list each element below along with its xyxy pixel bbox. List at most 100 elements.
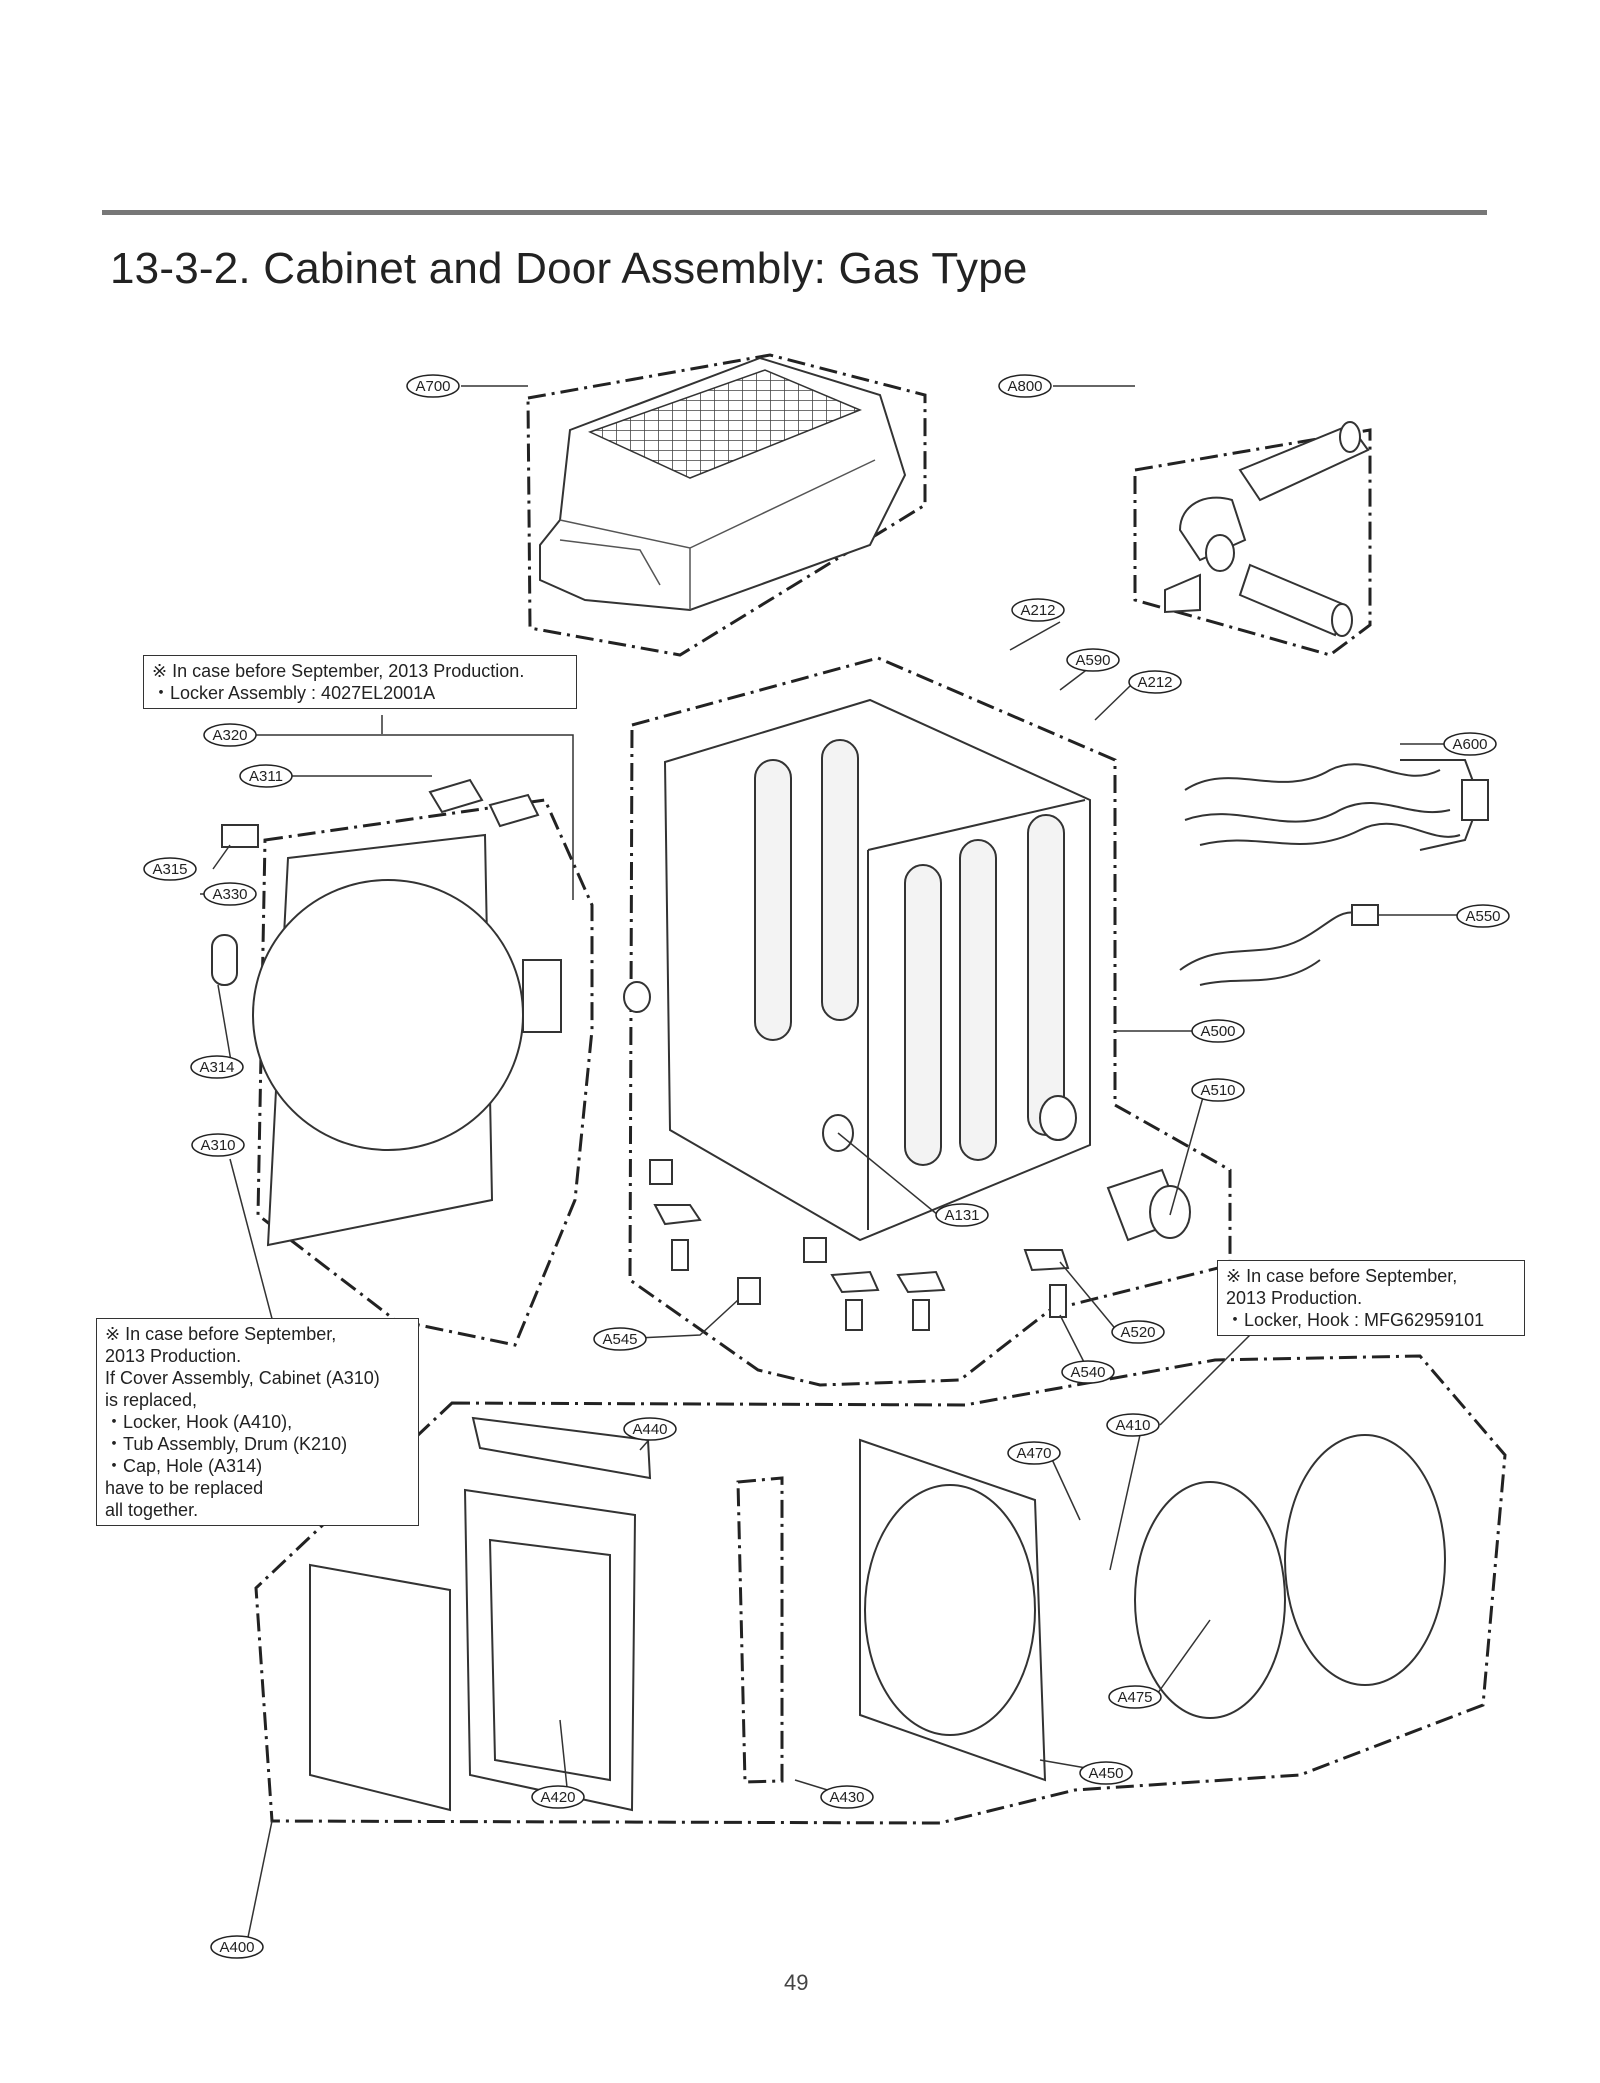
- top-plate-group-outline: [526, 353, 927, 657]
- seal-group-outline: [736, 1476, 784, 1784]
- callout-a440: A440: [623, 1417, 677, 1441]
- callout-label: A212: [1137, 674, 1172, 691]
- callout-oval: [593, 1327, 647, 1351]
- callout-label: A520: [1120, 1324, 1155, 1341]
- callout-a600: A600: [1443, 732, 1497, 756]
- callout-label: A545: [602, 1331, 637, 1348]
- callout-oval: [1079, 1761, 1133, 1785]
- cabinet-part: [623, 698, 1091, 1242]
- callout-oval: [1111, 1320, 1165, 1344]
- callout-label: A330: [212, 886, 247, 903]
- callout-oval: [1007, 1441, 1061, 1465]
- front-panel-group-outline: [256, 798, 594, 1347]
- callout-oval: [406, 374, 460, 398]
- callout-label: A540: [1070, 1364, 1105, 1381]
- feet-and-brackets: [649, 1159, 1191, 1331]
- callout-a500: A500: [1191, 1019, 1245, 1043]
- callout-label: A700: [415, 378, 450, 395]
- callout-label: A470: [1016, 1445, 1051, 1462]
- callout-label: A311: [249, 768, 283, 785]
- callout-oval: [143, 857, 197, 881]
- callout-oval: [623, 1417, 677, 1441]
- callout-a311: A311: [239, 764, 293, 788]
- callout-label: A440: [632, 1421, 667, 1438]
- callout-label: A450: [1088, 1765, 1123, 1782]
- page-title: 13-3-2. Cabinet and Door Assembly: Gas T…: [110, 244, 1028, 293]
- callout-a545: A545: [593, 1327, 647, 1351]
- locker-assembly-note: ※ In case before September, 2013 Product…: [143, 655, 577, 709]
- door-group-outline: [254, 1354, 1507, 1825]
- callout-label: A400: [219, 1939, 254, 1956]
- door-frame-part: [309, 1416, 1446, 1812]
- callout-label: A510: [1200, 1082, 1235, 1099]
- callout-label: A314: [199, 1059, 234, 1076]
- callout-a315: A315: [143, 857, 197, 881]
- callout-oval: [1191, 1019, 1245, 1043]
- callout-oval: [935, 1203, 989, 1227]
- callout-a520: A520: [1111, 1320, 1165, 1344]
- callout-a212-top: A212: [1011, 598, 1065, 622]
- callout-oval: [1128, 670, 1182, 694]
- callout-oval: [1443, 732, 1497, 756]
- callout-a400: A400: [210, 1935, 264, 1959]
- leader-lines: [200, 385, 1462, 1948]
- callout-label: A430: [829, 1789, 864, 1806]
- callout-a410: A410: [1106, 1413, 1160, 1437]
- callout-a800: A800: [998, 374, 1052, 398]
- callout-oval: [1011, 598, 1065, 622]
- callout-a212-bottom: A212: [1128, 670, 1182, 694]
- callout-label: A320: [212, 727, 247, 744]
- callout-a540: A540: [1061, 1360, 1115, 1384]
- callout-label: A590: [1075, 652, 1110, 669]
- callout-label: A310: [200, 1137, 235, 1154]
- callout-label: A131: [944, 1207, 979, 1224]
- callout-a550: A550: [1456, 904, 1510, 928]
- callout-oval: [998, 374, 1052, 398]
- callout-a475: A475: [1108, 1685, 1162, 1709]
- callout-label: A800: [1007, 378, 1042, 395]
- callout-label: A410: [1115, 1417, 1150, 1434]
- callout-label: A475: [1117, 1689, 1152, 1706]
- callout-a590: A590: [1066, 648, 1120, 672]
- callout-oval: [1108, 1685, 1162, 1709]
- callout-a314: A314: [190, 1055, 244, 1079]
- exhaust-duct-part: [1164, 421, 1370, 637]
- callout-a330: A330: [203, 882, 257, 906]
- callout-oval: [239, 764, 293, 788]
- callout-oval: [1106, 1413, 1160, 1437]
- callout-label: A500: [1200, 1023, 1235, 1040]
- callout-a470: A470: [1007, 1441, 1061, 1465]
- callout-a700: A700: [406, 374, 460, 398]
- callout-label: A315: [152, 861, 187, 878]
- callout-oval: [203, 882, 257, 906]
- header-rule: [102, 210, 1487, 215]
- callout-oval: [1191, 1078, 1245, 1102]
- callout-a420: A420: [531, 1785, 585, 1809]
- callout-label: A550: [1465, 908, 1500, 925]
- callout-label: A212: [1020, 602, 1055, 619]
- callout-a310: A310: [191, 1133, 245, 1157]
- callout-oval: [1456, 904, 1510, 928]
- callout-a131: A131: [935, 1203, 989, 1227]
- callout-oval: [820, 1785, 874, 1809]
- cover-assembly-note: ※ In case before September, 2013 Product…: [96, 1318, 419, 1526]
- callout-oval: [1061, 1360, 1115, 1384]
- callout-a510: A510: [1191, 1078, 1245, 1102]
- callout-oval: [191, 1133, 245, 1157]
- page-number: 49: [784, 1970, 809, 1995]
- top-plate-part: [539, 356, 907, 612]
- callout-label: A420: [540, 1789, 575, 1806]
- callout-oval: [531, 1785, 585, 1809]
- callout-label: A600: [1452, 736, 1487, 753]
- callout-a450: A450: [1079, 1761, 1133, 1785]
- callout-oval: [203, 723, 257, 747]
- callout-a320: A320: [203, 723, 257, 747]
- callout-oval: [1066, 648, 1120, 672]
- locker-hook-note: ※ In case before September, 2013 Product…: [1217, 1260, 1525, 1336]
- cabinet-group-outline: [628, 656, 1232, 1387]
- wire-harness-part: [1179, 759, 1489, 986]
- callout-oval: [210, 1935, 264, 1959]
- callout-a430: A430: [820, 1785, 874, 1809]
